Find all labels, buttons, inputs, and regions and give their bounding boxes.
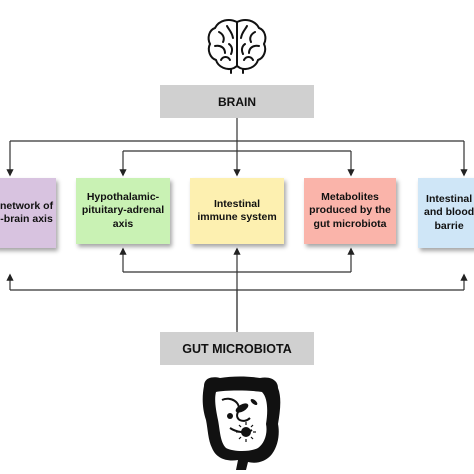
brain-label: BRAIN: [218, 94, 256, 109]
brain-icon: [207, 19, 267, 74]
pathway-card-3: Metabolites produced by the gut microbio…: [304, 178, 396, 244]
pathway-label-2: Intestinal immune system: [197, 197, 277, 223]
pathway-label-1: Hypothalamic- pituitary-adrenal axis: [81, 191, 165, 230]
pathway-card-1: Hypothalamic- pituitary-adrenal axis: [76, 178, 170, 244]
pathway-card-2: Intestinal immune system: [190, 178, 284, 244]
pathway-label-3: Metabolites produced by the gut microbio…: [309, 191, 391, 230]
intestine-icon: [202, 376, 281, 470]
pathway-card-4: Intestinal and blood barrie: [418, 178, 474, 248]
pathway-label-0: network of -brain axis: [0, 199, 54, 225]
pathway-label-4: Intestinal and blood barrie: [424, 193, 474, 232]
gut-microbiota-label: GUT MICROBIOTA: [182, 341, 292, 356]
gut-microbiota-node: GUT MICROBIOTA: [160, 332, 314, 365]
pathway-card-0: network of -brain axis: [0, 178, 56, 248]
brain-node: BRAIN: [160, 85, 314, 118]
